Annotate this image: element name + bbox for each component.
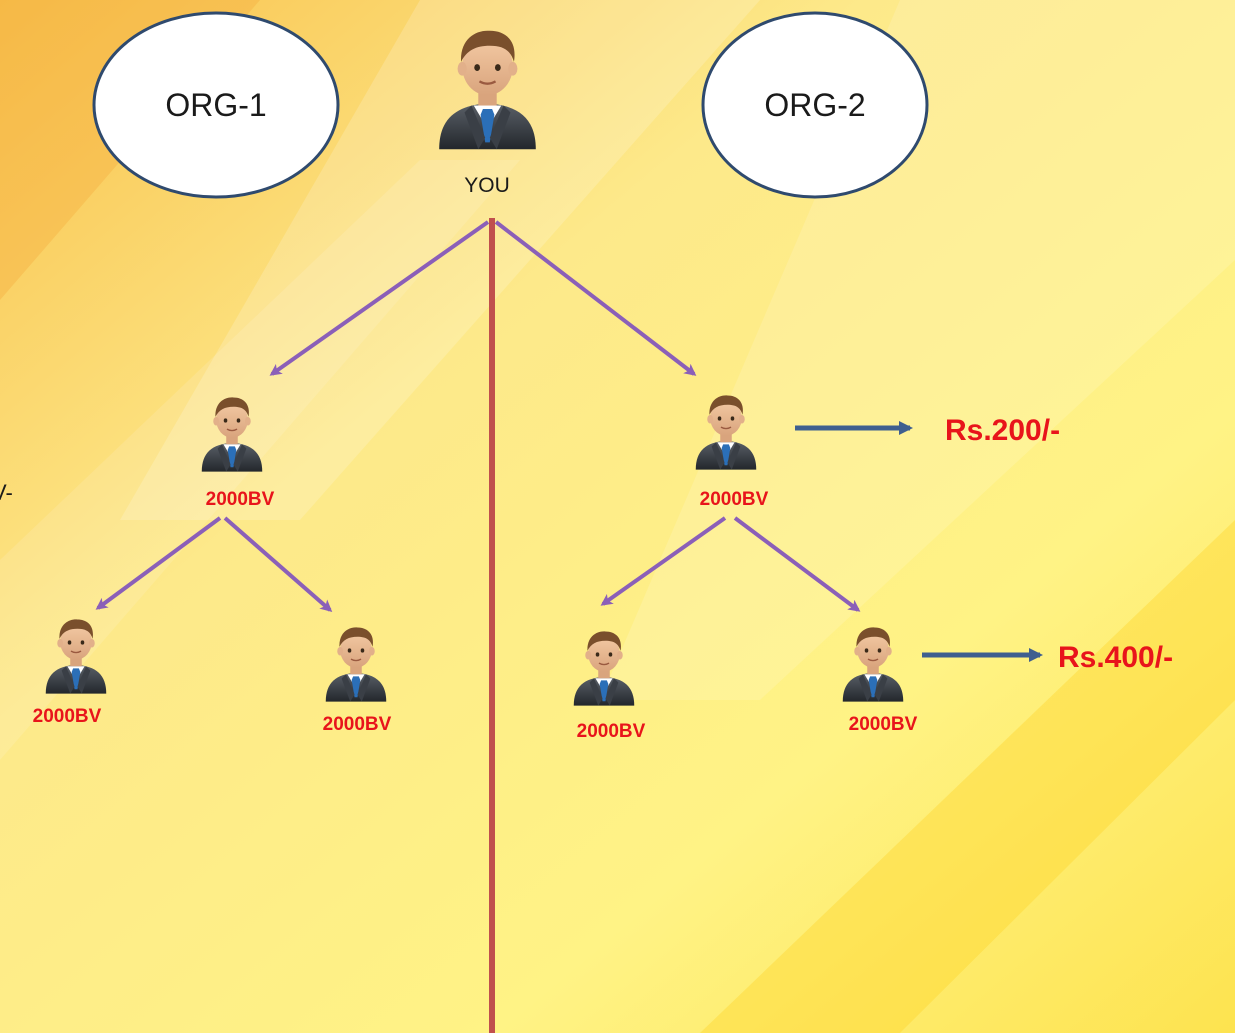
root-person-icon bbox=[437, 29, 538, 151]
org-1-label: ORG-1 bbox=[165, 87, 266, 123]
arrow-l1right-to-rr bbox=[733, 516, 861, 612]
org-2-label: ORG-2 bbox=[764, 87, 865, 123]
member-l2-ll-bv: 2000BV bbox=[33, 706, 102, 727]
arrow-l1left-to-lr bbox=[223, 516, 333, 612]
arrow-l1left-to-ll bbox=[95, 516, 222, 610]
arrow-l1right-to-rl bbox=[600, 516, 727, 606]
member-l1-left-bv: 2000BV bbox=[206, 489, 275, 510]
member-l1-right-icon bbox=[694, 394, 758, 471]
member-l1-left-icon bbox=[200, 396, 264, 473]
member-l2-rr-bv: 2000BV bbox=[849, 714, 918, 735]
org-1-bubble: ORG-1 bbox=[92, 11, 340, 199]
member-l2-lr-bv: 2000BV bbox=[323, 714, 392, 735]
member-l1-right-bv: 2000BV bbox=[700, 489, 769, 510]
org-2-bubble: ORG-2 bbox=[701, 11, 929, 199]
payout-amount-1: Rs.200/- bbox=[945, 414, 1060, 447]
member-l2-ll-icon bbox=[44, 618, 108, 695]
member-l2-lr-icon bbox=[324, 626, 388, 703]
member-l2-rl-icon bbox=[572, 630, 636, 707]
payout-amount-2: Rs.400/- bbox=[1058, 641, 1173, 674]
member-l2-rr-icon bbox=[841, 626, 905, 703]
arrow-root-to-right bbox=[494, 220, 697, 376]
arrow-root-to-left bbox=[269, 220, 490, 376]
cut-off-text: V- bbox=[0, 480, 13, 505]
root-label: YOU bbox=[464, 174, 510, 197]
member-l2-rl-bv: 2000BV bbox=[577, 721, 646, 742]
